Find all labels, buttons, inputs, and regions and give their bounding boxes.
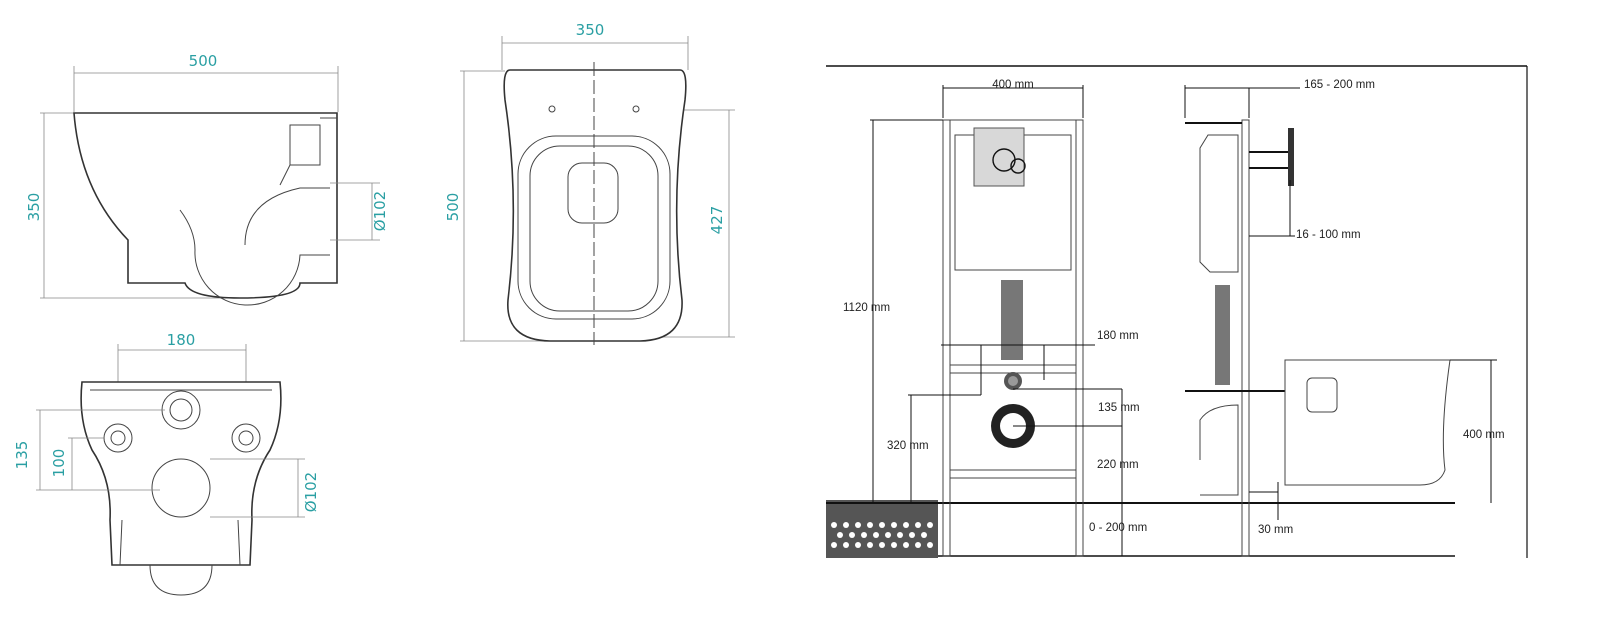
back-bolt-height-label: 100 bbox=[50, 449, 68, 478]
back-bowl-outline bbox=[80, 381, 282, 566]
frame-height-label: 1120 mm bbox=[843, 302, 890, 314]
top-length-label: 500 bbox=[444, 193, 462, 222]
frame-width-label: 400 mm bbox=[992, 79, 1034, 91]
frame-front-view bbox=[942, 119, 1084, 557]
back-outlet-diameter-label: Ø102 bbox=[302, 472, 320, 512]
wall-offset-label: 16 - 100 mm bbox=[1296, 229, 1361, 241]
floor-section bbox=[826, 500, 938, 558]
back-inlet-height-label: 135 bbox=[13, 441, 31, 470]
floor-adjust-label: 0 - 200 mm bbox=[1089, 522, 1147, 534]
side-width-label: 500 bbox=[189, 52, 218, 70]
back-bolt-spacing-label: 180 bbox=[167, 331, 196, 349]
bowl-height-label: 400 mm bbox=[1463, 429, 1505, 441]
side-outlet-diameter-label: Ø102 bbox=[371, 191, 389, 231]
installation-diagram: 400 mm 165 - 200 mm 1120 mm 16 - 100 mm … bbox=[826, 65, 1528, 558]
top-width-label: 350 bbox=[576, 21, 605, 39]
outlet-height-label: 220 mm bbox=[1097, 459, 1139, 471]
wall-hung-bowl bbox=[1284, 359, 1451, 486]
inlet-offset-label: 135 mm bbox=[1098, 402, 1140, 414]
bolt-height-label: 320 mm bbox=[887, 440, 929, 452]
top-view: 350 500 427 bbox=[444, 21, 735, 345]
gap-label: 30 mm bbox=[1258, 524, 1293, 536]
flush-plate bbox=[973, 127, 1025, 187]
frame-side-view bbox=[1185, 119, 1451, 557]
side-bowl-outline bbox=[73, 112, 338, 299]
back-view: 180 135 100 Ø102 bbox=[13, 331, 320, 596]
side-height-label: 350 bbox=[25, 193, 43, 222]
top-bowl-outline bbox=[503, 69, 687, 342]
side-view: 500 350 Ø102 bbox=[25, 52, 389, 306]
depth-range-label: 165 - 200 mm bbox=[1304, 79, 1375, 91]
top-bowl-length-label: 427 bbox=[708, 206, 726, 235]
bolt-spacing-label: 180 mm bbox=[1097, 330, 1139, 342]
